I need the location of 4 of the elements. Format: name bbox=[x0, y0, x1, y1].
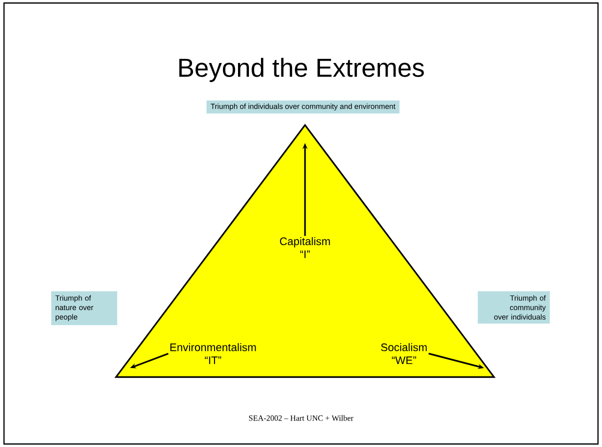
label-text: Capitalism “I” bbox=[280, 237, 330, 258]
label-text: Environmentalism “IT” bbox=[170, 343, 256, 364]
title: Beyond the Extremes bbox=[179, 58, 424, 82]
label-text: Socialism “WE” bbox=[381, 343, 427, 364]
